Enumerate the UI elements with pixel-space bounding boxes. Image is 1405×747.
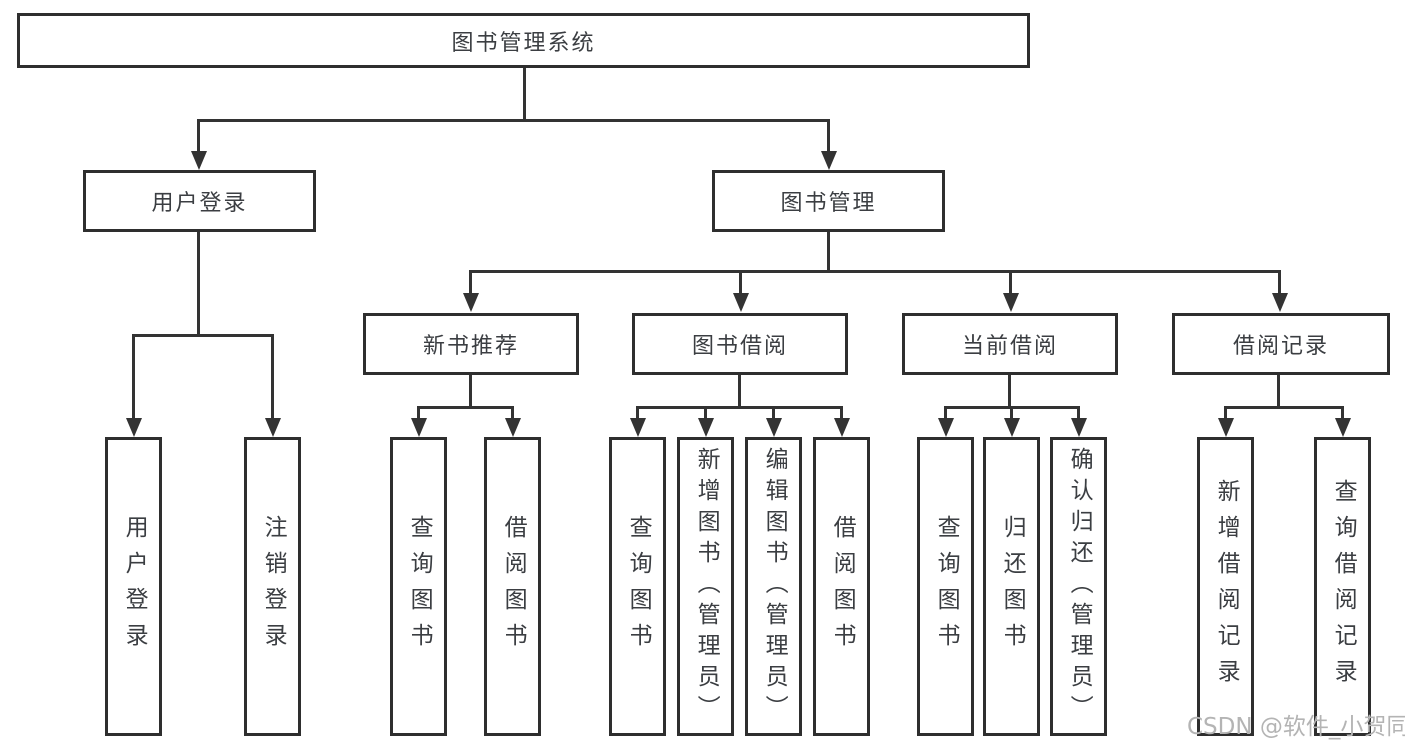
node-user-login: 用户登录 (83, 170, 316, 232)
leaf-add-book-admin: 新增图书（管理员） (677, 437, 734, 736)
arrow-to-new-book-recommend (462, 273, 479, 312)
leaf-logout-label: 注销登录 (260, 514, 287, 659)
leaf-query-borrow-record: 查询借阅记录 (1314, 437, 1371, 736)
arrow-to-book-management (820, 122, 837, 170)
leaf-return-book-label: 归还图书 (999, 514, 1026, 659)
connector-new-book-stem (469, 375, 472, 408)
leaf-query-books-1: 查询图书 (390, 437, 447, 736)
leaf-query-borrow-record-label: 查询借阅记录 (1330, 478, 1357, 695)
leaf-add-book-admin-label: 新增图书（管理员） (693, 447, 720, 726)
leaf-add-borrow-record: 新增借阅记录 (1197, 437, 1254, 736)
node-book-management: 图书管理 (712, 170, 945, 232)
node-book-borrow: 图书借阅 (632, 313, 848, 375)
node-new-book-recommend: 新书推荐 (363, 313, 579, 375)
connector-root-stem (523, 68, 526, 120)
leaf-query-books-2: 查询图书 (609, 437, 666, 736)
connector-book-borrow-stem (738, 375, 741, 408)
watermark: CSDN @软件_小贺同学 (1187, 714, 1405, 740)
arrow-to-query-borrow-record (1334, 409, 1351, 437)
connector-book-management-stem (827, 232, 830, 272)
node-root: 图书管理系统 (17, 13, 1030, 68)
connector-new-book-bar (417, 406, 514, 409)
connector-user-login-bar (132, 334, 274, 337)
connector-book-management-bar (469, 270, 1281, 273)
arrow-to-borrow-books-2 (833, 409, 850, 437)
leaf-query-books-1-label: 查询图书 (406, 514, 433, 659)
node-borrow-records: 借阅记录 (1172, 313, 1390, 375)
arrow-to-user-login (190, 122, 207, 170)
leaf-logout: 注销登录 (244, 437, 301, 736)
connector-current-borrow-bar (944, 406, 1080, 409)
arrow-to-leaf-user-login (125, 337, 142, 437)
arrow-to-current-borrow (1002, 273, 1019, 312)
arrow-to-edit-book (765, 409, 782, 437)
leaf-borrow-books-2: 借阅图书 (813, 437, 870, 736)
arrow-to-borrow-records (1271, 273, 1288, 312)
leaf-borrow-books-2-label: 借阅图书 (829, 514, 856, 659)
leaf-user-login: 用户登录 (105, 437, 162, 736)
connector-borrow-records-bar (1224, 406, 1344, 409)
leaf-confirm-return-admin-label: 确认归还（管理员） (1066, 447, 1093, 726)
leaf-borrow-books-1-label: 借阅图书 (500, 514, 527, 659)
arrow-to-add-book (697, 409, 714, 437)
leaf-confirm-return-admin: 确认归还（管理员） (1050, 437, 1107, 736)
leaf-borrow-books-1: 借阅图书 (484, 437, 541, 736)
leaf-edit-book-admin: 编辑图书（管理员） (745, 437, 802, 736)
arrow-to-borrow-books-1 (504, 409, 521, 437)
leaf-query-books-3-label: 查询图书 (933, 514, 960, 659)
arrow-to-confirm-return (1070, 409, 1087, 437)
connector-book-borrow-bar (636, 406, 843, 409)
connector-user-login-stem (197, 232, 200, 336)
arrow-to-leaf-logout (264, 337, 281, 437)
arrow-to-book-borrow (732, 273, 749, 312)
arrow-to-query-books-3 (937, 409, 954, 437)
node-current-borrow: 当前借阅 (902, 313, 1118, 375)
leaf-return-book: 归还图书 (983, 437, 1040, 736)
arrow-to-return-book (1003, 409, 1020, 437)
arrow-to-query-books-1 (410, 409, 427, 437)
connector-current-borrow-stem (1008, 375, 1011, 408)
arrow-to-query-books-2 (629, 409, 646, 437)
leaf-query-books-2-label: 查询图书 (625, 514, 652, 659)
leaf-edit-book-admin-label: 编辑图书（管理员） (761, 447, 788, 726)
leaf-user-login-label: 用户登录 (121, 514, 148, 659)
leaf-add-borrow-record-label: 新增借阅记录 (1213, 478, 1240, 695)
connector-borrow-records-stem (1277, 375, 1280, 408)
arrow-to-add-borrow-record (1217, 409, 1234, 437)
connector-root-bar (197, 119, 830, 122)
leaf-query-books-3: 查询图书 (917, 437, 974, 736)
